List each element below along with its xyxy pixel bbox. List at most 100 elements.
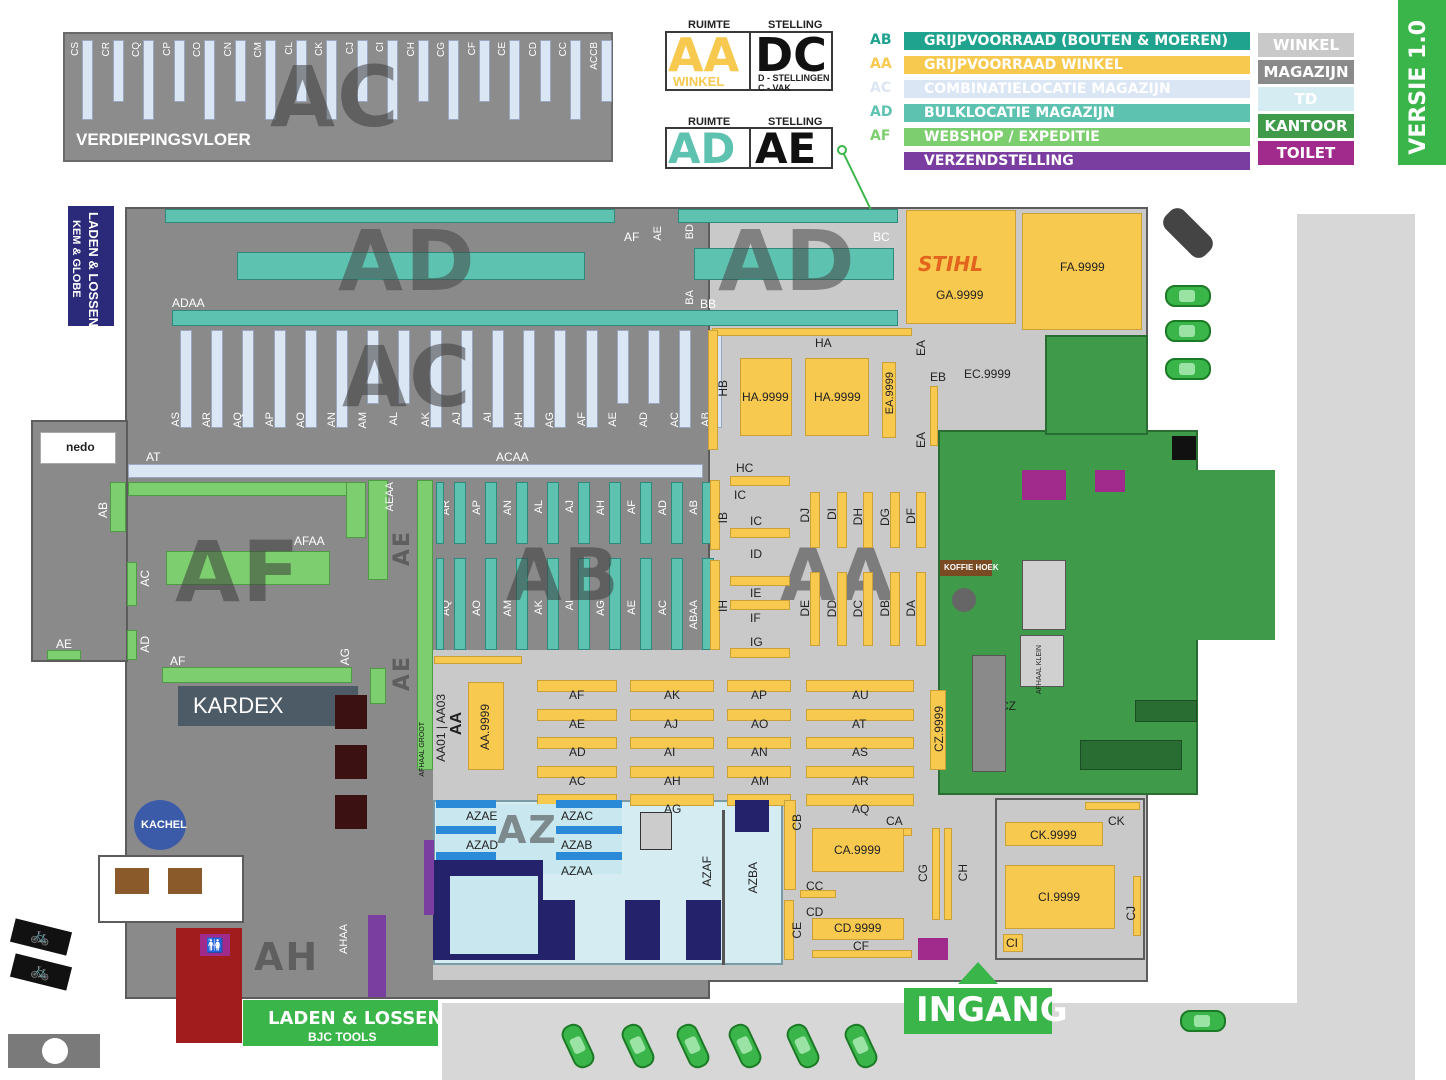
ac-rack-label: AP [263, 412, 276, 427]
kachel-label: KACHEL [141, 819, 187, 831]
key-example1-sub: WINKEL [673, 74, 725, 89]
code-aa01: AA01 | AA03 [434, 694, 448, 762]
code-cc: CC [806, 879, 824, 893]
key-stelling-label: STELLING [768, 19, 823, 31]
ac-rack-label: AE [606, 412, 619, 427]
rack-cg [932, 828, 940, 920]
ingang-box[interactable] [904, 988, 1052, 1034]
table [115, 868, 149, 894]
aa-rack-label: AF [569, 688, 585, 702]
code-if: IF [750, 611, 761, 625]
d-rack-label: DE [798, 600, 812, 617]
mezzanine-rack-label: CR [100, 42, 112, 57]
ac-rack-label: AN [326, 412, 338, 428]
block-ha9999-a [740, 358, 792, 436]
ac-rack [616, 330, 629, 404]
ac-rack-label: AS [170, 412, 182, 427]
ab-rack-label: AO [471, 600, 483, 616]
toilet-office2 [1095, 470, 1125, 492]
office-desk [1135, 700, 1197, 722]
ab-rack-label: AD [657, 500, 669, 516]
code-eb: EB [930, 370, 947, 384]
d-rack-label: DB [877, 600, 892, 617]
code-bb: BB [700, 297, 717, 311]
ab-rack [454, 558, 466, 650]
loading-dock-kem-label: LADEN & LOSSEN [86, 212, 101, 327]
code-ib: IB [716, 512, 730, 524]
ac-rack-label: AF [575, 412, 588, 427]
key-stelling-label-2: STELLING [768, 116, 823, 128]
ac-rack [304, 330, 317, 428]
ab-rack [671, 482, 683, 544]
code-ga9999: GA.9999 [936, 288, 984, 302]
d-rack-label: DJ [798, 508, 812, 523]
code-aa-main: AA [448, 712, 465, 736]
zone-ad-right: AD [718, 212, 857, 310]
ac-rack [460, 330, 473, 428]
code-ck9999: CK.9999 [1030, 828, 1077, 842]
rack-hb [708, 330, 718, 450]
ac-rack-label: AG [544, 412, 557, 428]
rack-ad-right [694, 248, 894, 280]
ab-rack [578, 482, 590, 544]
rack-ch [944, 828, 952, 920]
code-azab: AZAB [561, 838, 593, 852]
ab-rack [547, 558, 559, 650]
ab-rack [609, 558, 621, 650]
code-ha: HA [815, 336, 832, 350]
nedo-label: nedo [66, 440, 95, 454]
aa-rack [537, 765, 617, 778]
az-drawer [556, 852, 622, 860]
aa-rack-label: AT [852, 716, 867, 731]
desk-box [1022, 560, 1066, 630]
rack-ad-mid [237, 252, 585, 280]
key-example1-stelling: DC [755, 28, 827, 82]
rack-aeaa [346, 482, 366, 538]
mezzanine-rack [448, 40, 459, 120]
block-ca9999 [812, 828, 904, 872]
mezzanine-rack [295, 40, 307, 102]
aa-rack [806, 794, 914, 806]
loading-dock-bjc-label: LADEN & LOSSEN [268, 1008, 443, 1029]
ab-rack [671, 558, 683, 650]
legend-label: BULKLOCATIE MAGAZIJN [904, 104, 1250, 122]
code-ch: CH [956, 864, 970, 882]
loading-dock-bjc[interactable] [243, 1000, 438, 1046]
az-drawer [436, 826, 496, 834]
ac-rack [398, 330, 411, 404]
code-ahaa: AHAA [338, 924, 350, 954]
d-rack [810, 572, 820, 646]
block-fa9999 [1022, 213, 1142, 330]
nedo-logo [40, 432, 116, 464]
ac-rack [336, 330, 348, 428]
block-cd9999 [812, 918, 904, 940]
legend-code: AC [870, 80, 892, 96]
rack-ea-right [930, 386, 938, 446]
td-bench [540, 900, 575, 960]
kardex-label: KARDEX [193, 693, 284, 718]
d-rack [836, 572, 847, 646]
afhaal-groot-label: AFHAAL GROOT [419, 722, 426, 777]
toilet-shop [918, 938, 948, 960]
key-example1-note1: D - STELLINGEN [758, 73, 830, 83]
rack-ci [1003, 934, 1023, 952]
rack-ck [1085, 802, 1140, 810]
version-label: VERSIE 1.0 [1406, 20, 1431, 155]
rack-cb [784, 800, 796, 890]
zone-ab: AB [506, 533, 621, 617]
code-hc: HC [736, 461, 754, 475]
code-ci9999: CI.9999 [1038, 890, 1081, 904]
d-rack-label: DA [904, 600, 918, 617]
rack-ce [784, 900, 794, 960]
code-id: ID [750, 547, 762, 561]
dark-block [335, 745, 367, 779]
code-ce: CE [790, 922, 804, 939]
key-pointer-line [837, 145, 873, 213]
code-afaa: AFAA [294, 534, 325, 548]
car-icon [1165, 358, 1211, 380]
code-af-ad: AD [138, 636, 152, 653]
ab-rack-label: AJ [564, 500, 576, 513]
code-af-ae: AE [56, 637, 73, 651]
mezzanine-rack-label: CG [436, 42, 447, 57]
zone-ae-1: AE [390, 530, 415, 567]
